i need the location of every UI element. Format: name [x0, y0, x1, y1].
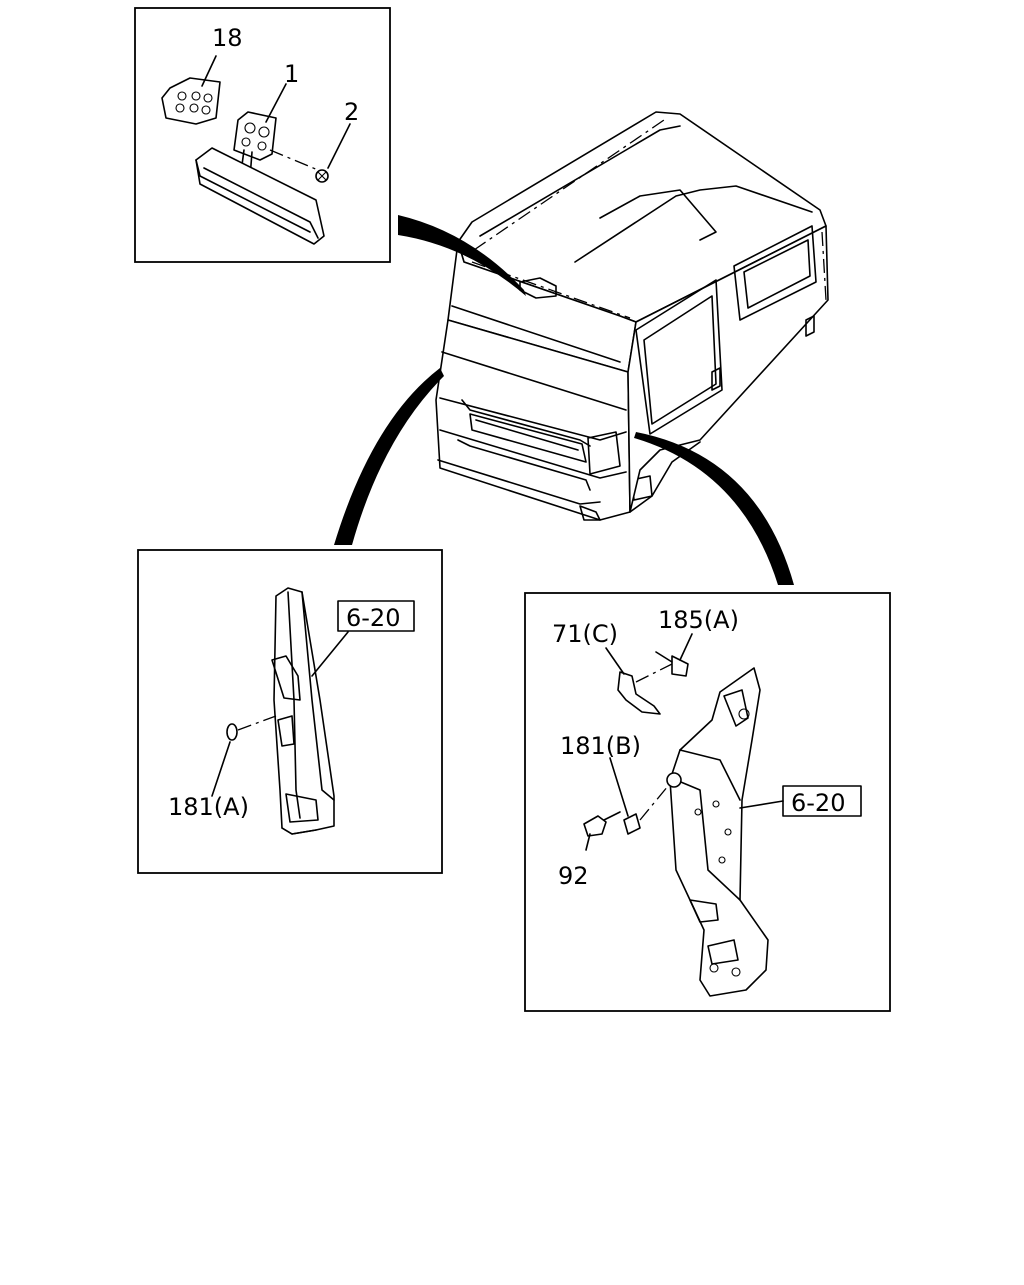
- leader-sweep-mirror: [398, 215, 526, 296]
- callout-92: 92: [558, 862, 589, 890]
- ref-label-left: 6-20: [346, 604, 400, 632]
- callout-71c: 71(C): [552, 620, 618, 648]
- ref-box-6-20-right: [782, 785, 862, 817]
- callout-181b: 181(B): [560, 732, 641, 760]
- truck-cab-illustration: [435, 111, 829, 521]
- inset-left-pillar: 6-20 181(A): [137, 549, 443, 874]
- ref-label-right: 6-20: [791, 789, 845, 817]
- ref-box-6-20-left: [337, 600, 415, 632]
- inset-right-pillar: 6-20 71(C) 185(A) 181(B) 92: [524, 592, 891, 1012]
- callout-185a: 185(A): [658, 606, 739, 634]
- callout-2: 2: [344, 98, 359, 126]
- callout-181a: 181(A): [168, 793, 249, 821]
- callout-18: 18: [212, 24, 243, 52]
- inset-mirror: 18 1 2: [134, 7, 391, 263]
- leader-sweep-right: [634, 432, 794, 585]
- callout-1: 1: [284, 60, 299, 88]
- leader-sweep-left: [334, 368, 444, 545]
